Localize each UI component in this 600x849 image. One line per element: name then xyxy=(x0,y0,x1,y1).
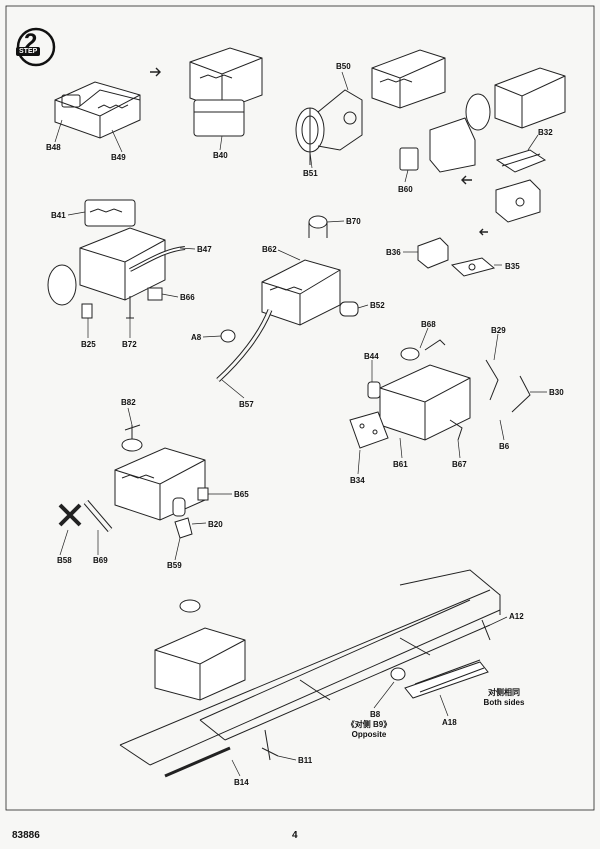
part-b40 xyxy=(189,47,263,137)
label-b49: B49 xyxy=(111,153,126,162)
step-label: STEP xyxy=(16,47,41,56)
part-b36-b35 xyxy=(417,237,496,277)
label-b11: B11 xyxy=(298,756,313,765)
note-both-sides: 对侧相同 Both sides xyxy=(474,688,534,708)
label-b48: B48 xyxy=(46,143,61,152)
part-engine-b62-b70 xyxy=(216,215,359,382)
label-b52: B52 xyxy=(370,301,385,310)
label-b62: B62 xyxy=(262,245,277,254)
step-badge: 2 STEP xyxy=(14,25,58,69)
label-b29: B29 xyxy=(491,326,506,335)
label-b32: B32 xyxy=(538,128,553,137)
label-b68: B68 xyxy=(421,320,436,329)
label-b40: B40 xyxy=(213,151,228,160)
label-b30: B30 xyxy=(549,388,564,397)
label-b51: B51 xyxy=(303,169,318,178)
label-b70: B70 xyxy=(346,217,361,226)
part-b48-b49 xyxy=(54,81,141,139)
label-b36: B36 xyxy=(386,248,401,257)
label-b60: B60 xyxy=(398,185,413,194)
label-b25: B25 xyxy=(81,340,96,349)
label-b41: B41 xyxy=(51,211,66,220)
note-both-cn: 对侧相同 xyxy=(488,688,520,697)
page-number: 4 xyxy=(292,830,298,841)
label-b34: B34 xyxy=(350,476,365,485)
part-b50-b51 xyxy=(295,89,363,165)
label-b50: B50 xyxy=(336,62,351,71)
label-b58: B58 xyxy=(57,556,72,565)
label-b66: B66 xyxy=(180,293,195,302)
label-b8: B8 xyxy=(370,710,381,719)
label-b57: B57 xyxy=(239,400,254,409)
label-b59: B59 xyxy=(167,561,182,570)
label-b20: B20 xyxy=(208,520,223,529)
part-engine-b82 xyxy=(58,424,209,539)
product-code: 83886 xyxy=(12,830,40,841)
label-b14: B14 xyxy=(234,778,249,787)
label-a18: A18 xyxy=(442,718,457,727)
note-both-en: Both sides xyxy=(483,698,525,707)
part-engine-row1 xyxy=(371,49,446,109)
note-b9: 《对侧 B9》 xyxy=(346,720,392,729)
part-chassis xyxy=(119,569,501,778)
label-b61: B61 xyxy=(393,460,408,469)
part-engine-b68 xyxy=(349,339,531,449)
label-a12: A12 xyxy=(509,612,524,621)
label-a8: A8 xyxy=(191,333,202,342)
label-b44: B44 xyxy=(364,352,379,361)
part-engine-far-right xyxy=(399,67,566,173)
label-b67: B67 xyxy=(452,460,467,469)
part-b32 xyxy=(495,149,547,223)
note-opposite-text: Opposite xyxy=(351,730,387,739)
label-b72: B72 xyxy=(122,340,137,349)
label-b6: B6 xyxy=(499,442,510,451)
label-b35: B35 xyxy=(505,262,520,271)
label-b47: B47 xyxy=(197,245,212,254)
part-engine-b41-b47 xyxy=(47,199,186,319)
label-b65: B65 xyxy=(234,490,249,499)
note-opposite: 《对侧 B9》 Opposite xyxy=(334,720,404,740)
label-b69: B69 xyxy=(93,556,108,565)
label-b82: B82 xyxy=(121,398,136,407)
